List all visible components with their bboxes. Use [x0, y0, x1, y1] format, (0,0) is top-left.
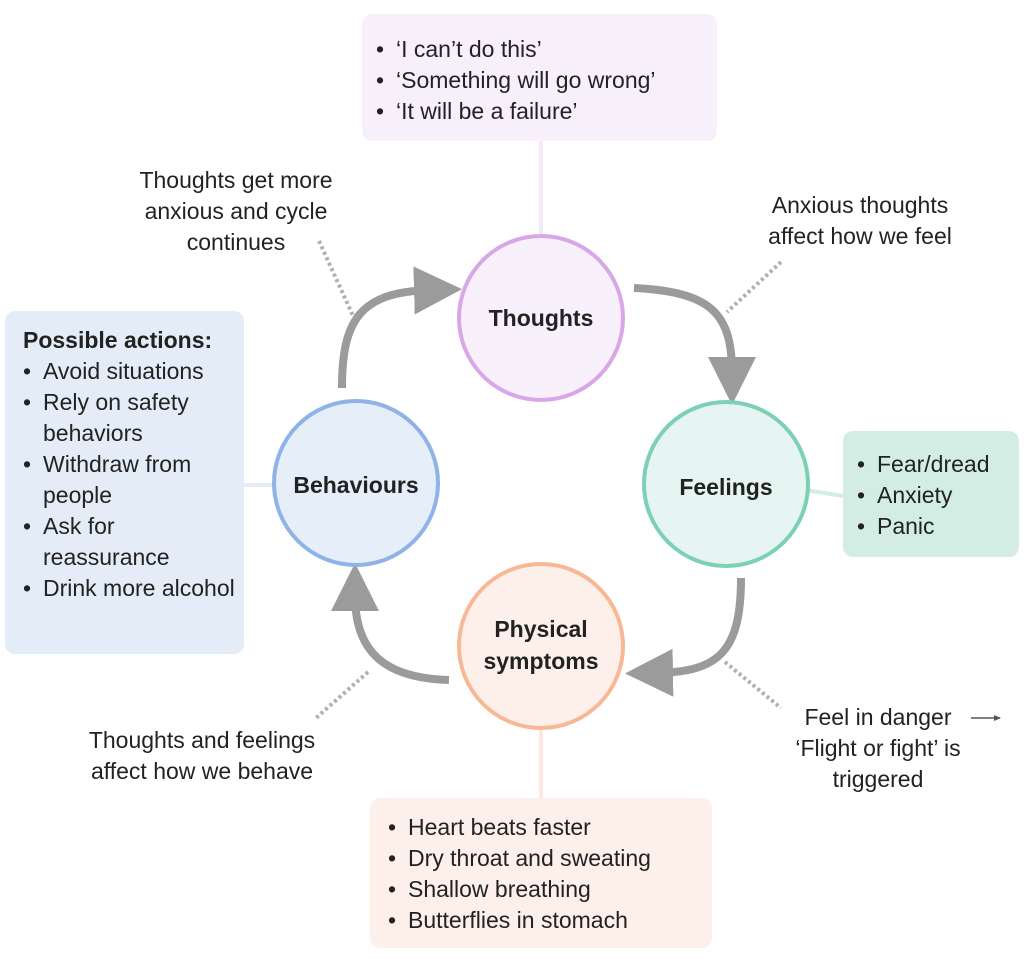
feelings-examples-box: Fear/dread Anxiety Panic	[843, 431, 1019, 557]
thoughts-label: Thoughts	[488, 305, 594, 331]
pointer-danger-note	[723, 660, 783, 710]
list-item: Butterflies in stomach	[388, 905, 698, 936]
feelings-label: Feelings	[679, 474, 773, 500]
arrow-thoughts-to-feelings	[633, 284, 756, 405]
list-item: Withdraw from people	[23, 449, 236, 511]
list-item: Dry throat and sweating	[388, 843, 698, 874]
feelings-circle	[642, 400, 810, 568]
list-item: Fear/dread	[857, 449, 1005, 480]
thoughts-examples-box: ‘I can’t do this’ ‘Something will go wro…	[362, 14, 717, 141]
list-item: Anxiety	[857, 480, 1005, 511]
list-item: Rely on safety behaviors	[23, 387, 236, 449]
list-item: Panic	[857, 511, 1005, 542]
list-item: Heart beats faster	[388, 812, 698, 843]
physical-symptoms-list: Heart beats faster Dry throat and sweati…	[388, 812, 698, 936]
note-flight-or-fight: ‘Flight or fight’ is triggered	[795, 735, 961, 792]
physical-symptoms-label: Physical symptoms	[483, 616, 599, 674]
thoughts-circle	[457, 234, 625, 402]
arrow-physical-to-behaviours	[331, 563, 450, 684]
note-cycle-continues: Thoughts get more anxious and cycle cont…	[139, 167, 333, 255]
physical-circle	[457, 562, 625, 730]
list-item: ‘I can’t do this’	[376, 34, 703, 65]
list-item: ‘Something will go wrong’	[376, 65, 703, 96]
possible-actions-list: Avoid situations Rely on safety behavior…	[23, 356, 236, 604]
list-item: Avoid situations	[23, 356, 236, 387]
list-item: Shallow breathing	[388, 874, 698, 905]
note-affect-behave: Thoughts and feelings affect how we beha…	[88, 727, 316, 784]
connector-feelings-box	[805, 488, 844, 498]
list-item: ‘It will be a failure’	[376, 96, 703, 127]
pointer-cycle-note	[317, 240, 356, 319]
behaviours-label: Behaviours	[293, 472, 419, 498]
pointer-feel-note	[725, 260, 783, 314]
possible-actions-heading: Possible actions:	[23, 327, 213, 353]
note-affect-feel: Anxious thoughts affect how we feel	[768, 192, 952, 249]
note-feel-in-danger: Feel in danger	[804, 704, 952, 730]
list-item: Drink more alcohol	[23, 573, 236, 604]
behaviours-circle	[272, 399, 440, 567]
feelings-examples-list: Fear/dread Anxiety Panic	[857, 449, 1005, 542]
possible-actions-box: Possible actions: Avoid situations Rely …	[5, 311, 244, 654]
physical-symptoms-box: Heart beats faster Dry throat and sweati…	[370, 798, 712, 948]
thoughts-examples-list: ‘I can’t do this’ ‘Something will go wro…	[376, 34, 703, 127]
pointer-behave-note	[314, 670, 370, 720]
list-item: Ask for reassurance	[23, 511, 236, 573]
arrow-feelings-to-physical	[625, 577, 745, 697]
arrow-behaviours-to-thoughts	[338, 266, 462, 389]
